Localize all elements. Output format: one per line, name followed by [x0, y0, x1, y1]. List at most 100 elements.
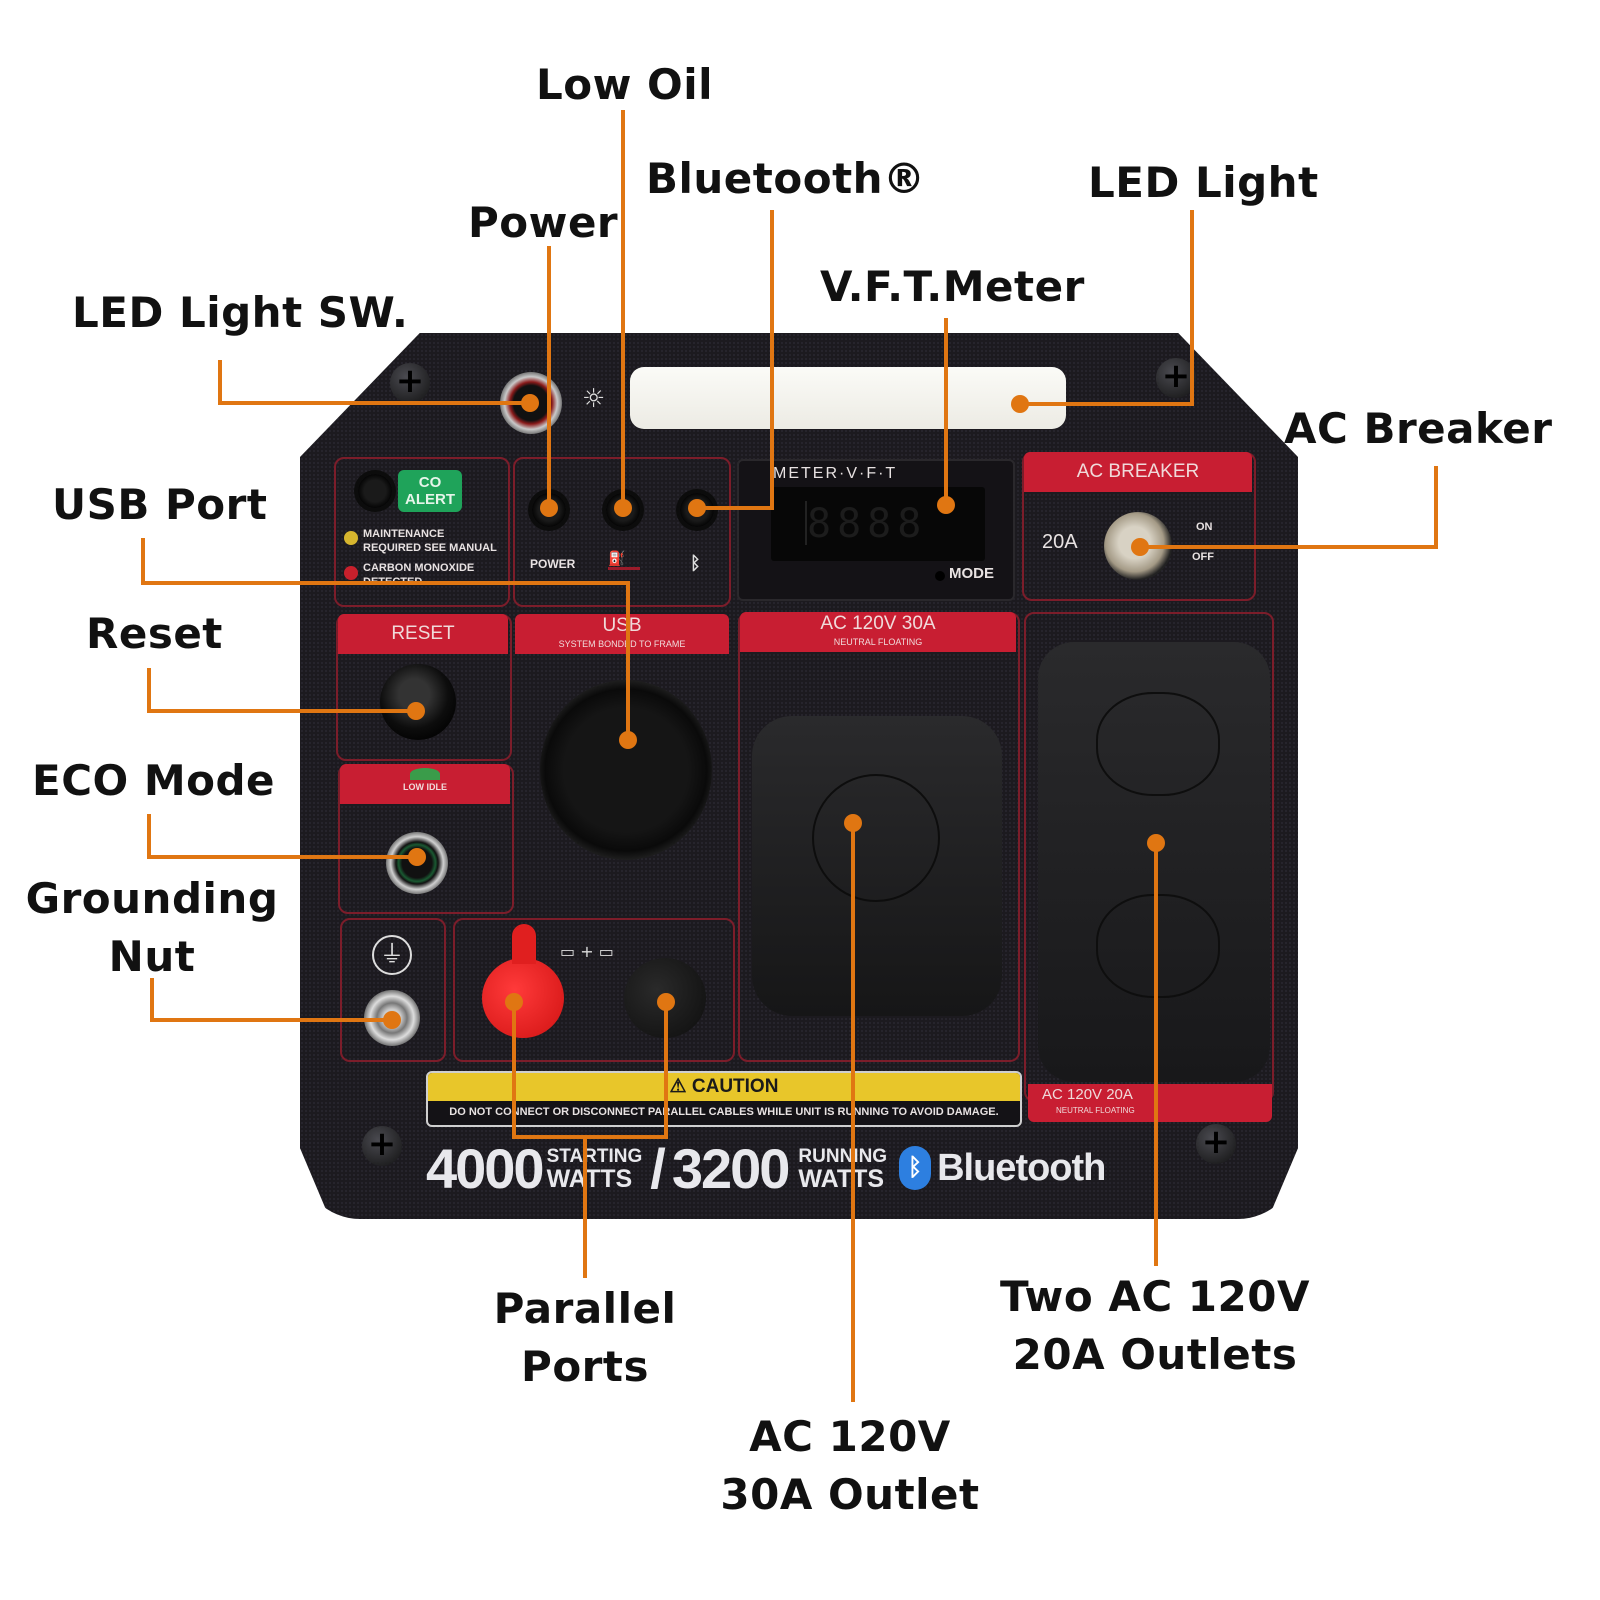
- callout-grounding-line2: Nut: [108, 932, 196, 981]
- co-alert-line1: CO: [418, 474, 442, 491]
- callout-power: Power: [468, 198, 619, 247]
- meter-display: 8888: [771, 487, 985, 561]
- marker-bluetooth: [688, 499, 706, 517]
- maintenance-line1: MAINTENANCE: [363, 528, 445, 540]
- low-idle-header: LOW IDLE: [340, 764, 510, 804]
- co-detected-indicator-dot: [344, 566, 358, 580]
- running-watts-value: 3200: [671, 1136, 791, 1200]
- callout-grounding-nut: Grounding Nut: [20, 870, 284, 986]
- marker-ac-30a: [844, 814, 862, 832]
- callout-eco-mode: ECO Mode: [32, 756, 276, 805]
- callout-ac30-line1: AC 120V: [749, 1412, 951, 1461]
- meter-mode-label: MODE: [949, 565, 994, 582]
- wattage-banner: 4000 STARTING WATTS / 3200 RUNNING WATTS…: [426, 1136, 1106, 1200]
- marker-led-light: [1011, 395, 1029, 413]
- maintenance-indicator-dot: [344, 531, 358, 545]
- caution-title: CAUTION: [691, 1076, 779, 1097]
- bluetooth-logo-icon: ᛒ: [899, 1146, 932, 1190]
- meter-digits: 8888: [805, 501, 947, 547]
- usb-label: USB: [602, 615, 642, 636]
- ground-symbol-icon: ⏚: [372, 935, 412, 975]
- callout-grounding-line1: Grounding: [25, 874, 279, 923]
- screw-bottom-left: [362, 1124, 402, 1166]
- oil-can-icon: ⛽: [608, 552, 640, 570]
- usb-sublabel: SYSTEM BONDED TO FRAME: [558, 639, 686, 649]
- callout-led-light-sw: LED Light SW.: [72, 288, 409, 337]
- ac30-sublabel: NEUTRAL FLOATING: [833, 637, 923, 647]
- marker-power: [540, 499, 558, 517]
- parallel-port-positive-tab: [512, 924, 536, 964]
- callout-ac-breaker: AC Breaker: [1284, 404, 1553, 453]
- marker-ac-breaker: [1131, 538, 1149, 556]
- caution-header: ⚠ CAUTION: [428, 1073, 1020, 1101]
- co-alert-led: [358, 474, 392, 508]
- ac-breaker-header: AC BREAKER: [1024, 452, 1252, 492]
- callout-ac30-line2: 30A Outlet: [720, 1470, 980, 1519]
- reset-header: RESET: [338, 614, 508, 654]
- callout-led-light: LED Light: [1088, 158, 1319, 207]
- callout-ac20-line2: 20A Outlets: [1012, 1330, 1298, 1379]
- breaker-off-label: OFF: [1192, 551, 1214, 563]
- usb-header: USB SYSTEM BONDED TO FRAME: [515, 614, 729, 654]
- starting-label-line2: WATTS: [546, 1165, 633, 1193]
- ac30-label: AC 120V 30A: [820, 613, 936, 634]
- screw-top-right: [1156, 356, 1196, 398]
- co-alert-badge: CO ALERT: [398, 470, 462, 512]
- ac20-label: AC 120V 20A: [1042, 1086, 1133, 1103]
- maintenance-line2: REQUIRED SEE MANUAL: [363, 542, 497, 554]
- outlet-top-icon: [1096, 692, 1220, 796]
- callout-reset: Reset: [86, 609, 223, 658]
- callout-ac20-line1: Two AC 120V: [1000, 1272, 1310, 1321]
- ac-20a-outlets-cover[interactable]: [1038, 642, 1270, 1082]
- breaker-on-label: ON: [1196, 521, 1213, 533]
- outlet-bottom-icon: [1096, 894, 1220, 998]
- ac20-sublabel: NEUTRAL FLOATING: [1056, 1106, 1135, 1115]
- running-label-line1: RUNNING: [798, 1146, 888, 1167]
- marker-ac-20a: [1147, 834, 1165, 852]
- ac20-footer: AC 120V 20A NEUTRAL FLOATING: [1028, 1084, 1272, 1122]
- marker-vft-meter: [937, 496, 955, 514]
- ac-30a-outlet-cover[interactable]: [752, 716, 1002, 1016]
- marker-parallel-positive: [505, 993, 523, 1011]
- warning-triangle-icon: ⚠: [669, 1076, 687, 1097]
- led-light-bar: [630, 367, 1066, 429]
- callout-two-ac-20a-outlets: Two AC 120V 20A Outlets: [990, 1268, 1320, 1384]
- marker-eco-mode: [408, 848, 426, 866]
- marker-led-light-sw: [521, 394, 539, 412]
- marker-parallel-negative: [657, 993, 675, 1011]
- marker-usb-port: [619, 731, 637, 749]
- starting-watts-label: STARTING WATTS: [546, 1146, 643, 1193]
- running-label-line2: WATTS: [798, 1165, 885, 1193]
- marker-grounding-nut: [383, 1011, 401, 1029]
- starting-label-line1: STARTING: [546, 1146, 643, 1167]
- callout-vft-meter: V.F.T.Meter: [820, 262, 1085, 311]
- callout-parallel-line1: Parallel: [493, 1284, 677, 1333]
- bluetooth-symbol-icon: ᛒ: [690, 553, 701, 574]
- marker-low-oil: [614, 499, 632, 517]
- co-detected-text: CARBON MONOXIDE DETECTED: [363, 562, 475, 583]
- usb-port-cover[interactable]: [540, 680, 712, 860]
- indicator-zone: [513, 457, 731, 607]
- callout-ac-30a-outlet: AC 120V 30A Outlet: [700, 1408, 1000, 1524]
- callout-bluetooth: Bluetooth®: [646, 154, 926, 203]
- screw-top-left: [390, 361, 430, 403]
- caution-label: ⚠ CAUTION DO NOT CONNECT OR DISCONNECT P…: [426, 1071, 1022, 1127]
- maintenance-text: MAINTENANCE REQUIRED SEE MANUAL: [363, 527, 497, 555]
- co-alert-line2: ALERT: [405, 491, 455, 508]
- screw-bottom-right: [1196, 1122, 1236, 1164]
- meter-mode-button[interactable]: [935, 571, 945, 581]
- twist-lock-outlet-icon: [812, 774, 940, 902]
- leaf-icon: [410, 768, 440, 780]
- parallel-port-positive-cap[interactable]: [482, 958, 564, 1038]
- bluetooth-brand-text: Bluetooth: [937, 1146, 1106, 1189]
- meter-title: METER·V·F·T: [773, 465, 898, 482]
- callout-parallel-line2: Ports: [521, 1342, 649, 1391]
- marker-reset: [407, 702, 425, 720]
- lightbulb-icon: ☼: [582, 384, 606, 414]
- power-indicator-label: POWER: [530, 557, 576, 571]
- ac30-header: AC 120V 30A NEUTRAL FLOATING: [740, 612, 1016, 652]
- low-idle-label: LOW IDLE: [403, 782, 447, 792]
- breaker-rating: 20A: [1042, 531, 1078, 553]
- caution-text: DO NOT CONNECT OR DISCONNECT PARALLEL CA…: [449, 1106, 999, 1118]
- callout-low-oil: Low Oil: [536, 60, 714, 109]
